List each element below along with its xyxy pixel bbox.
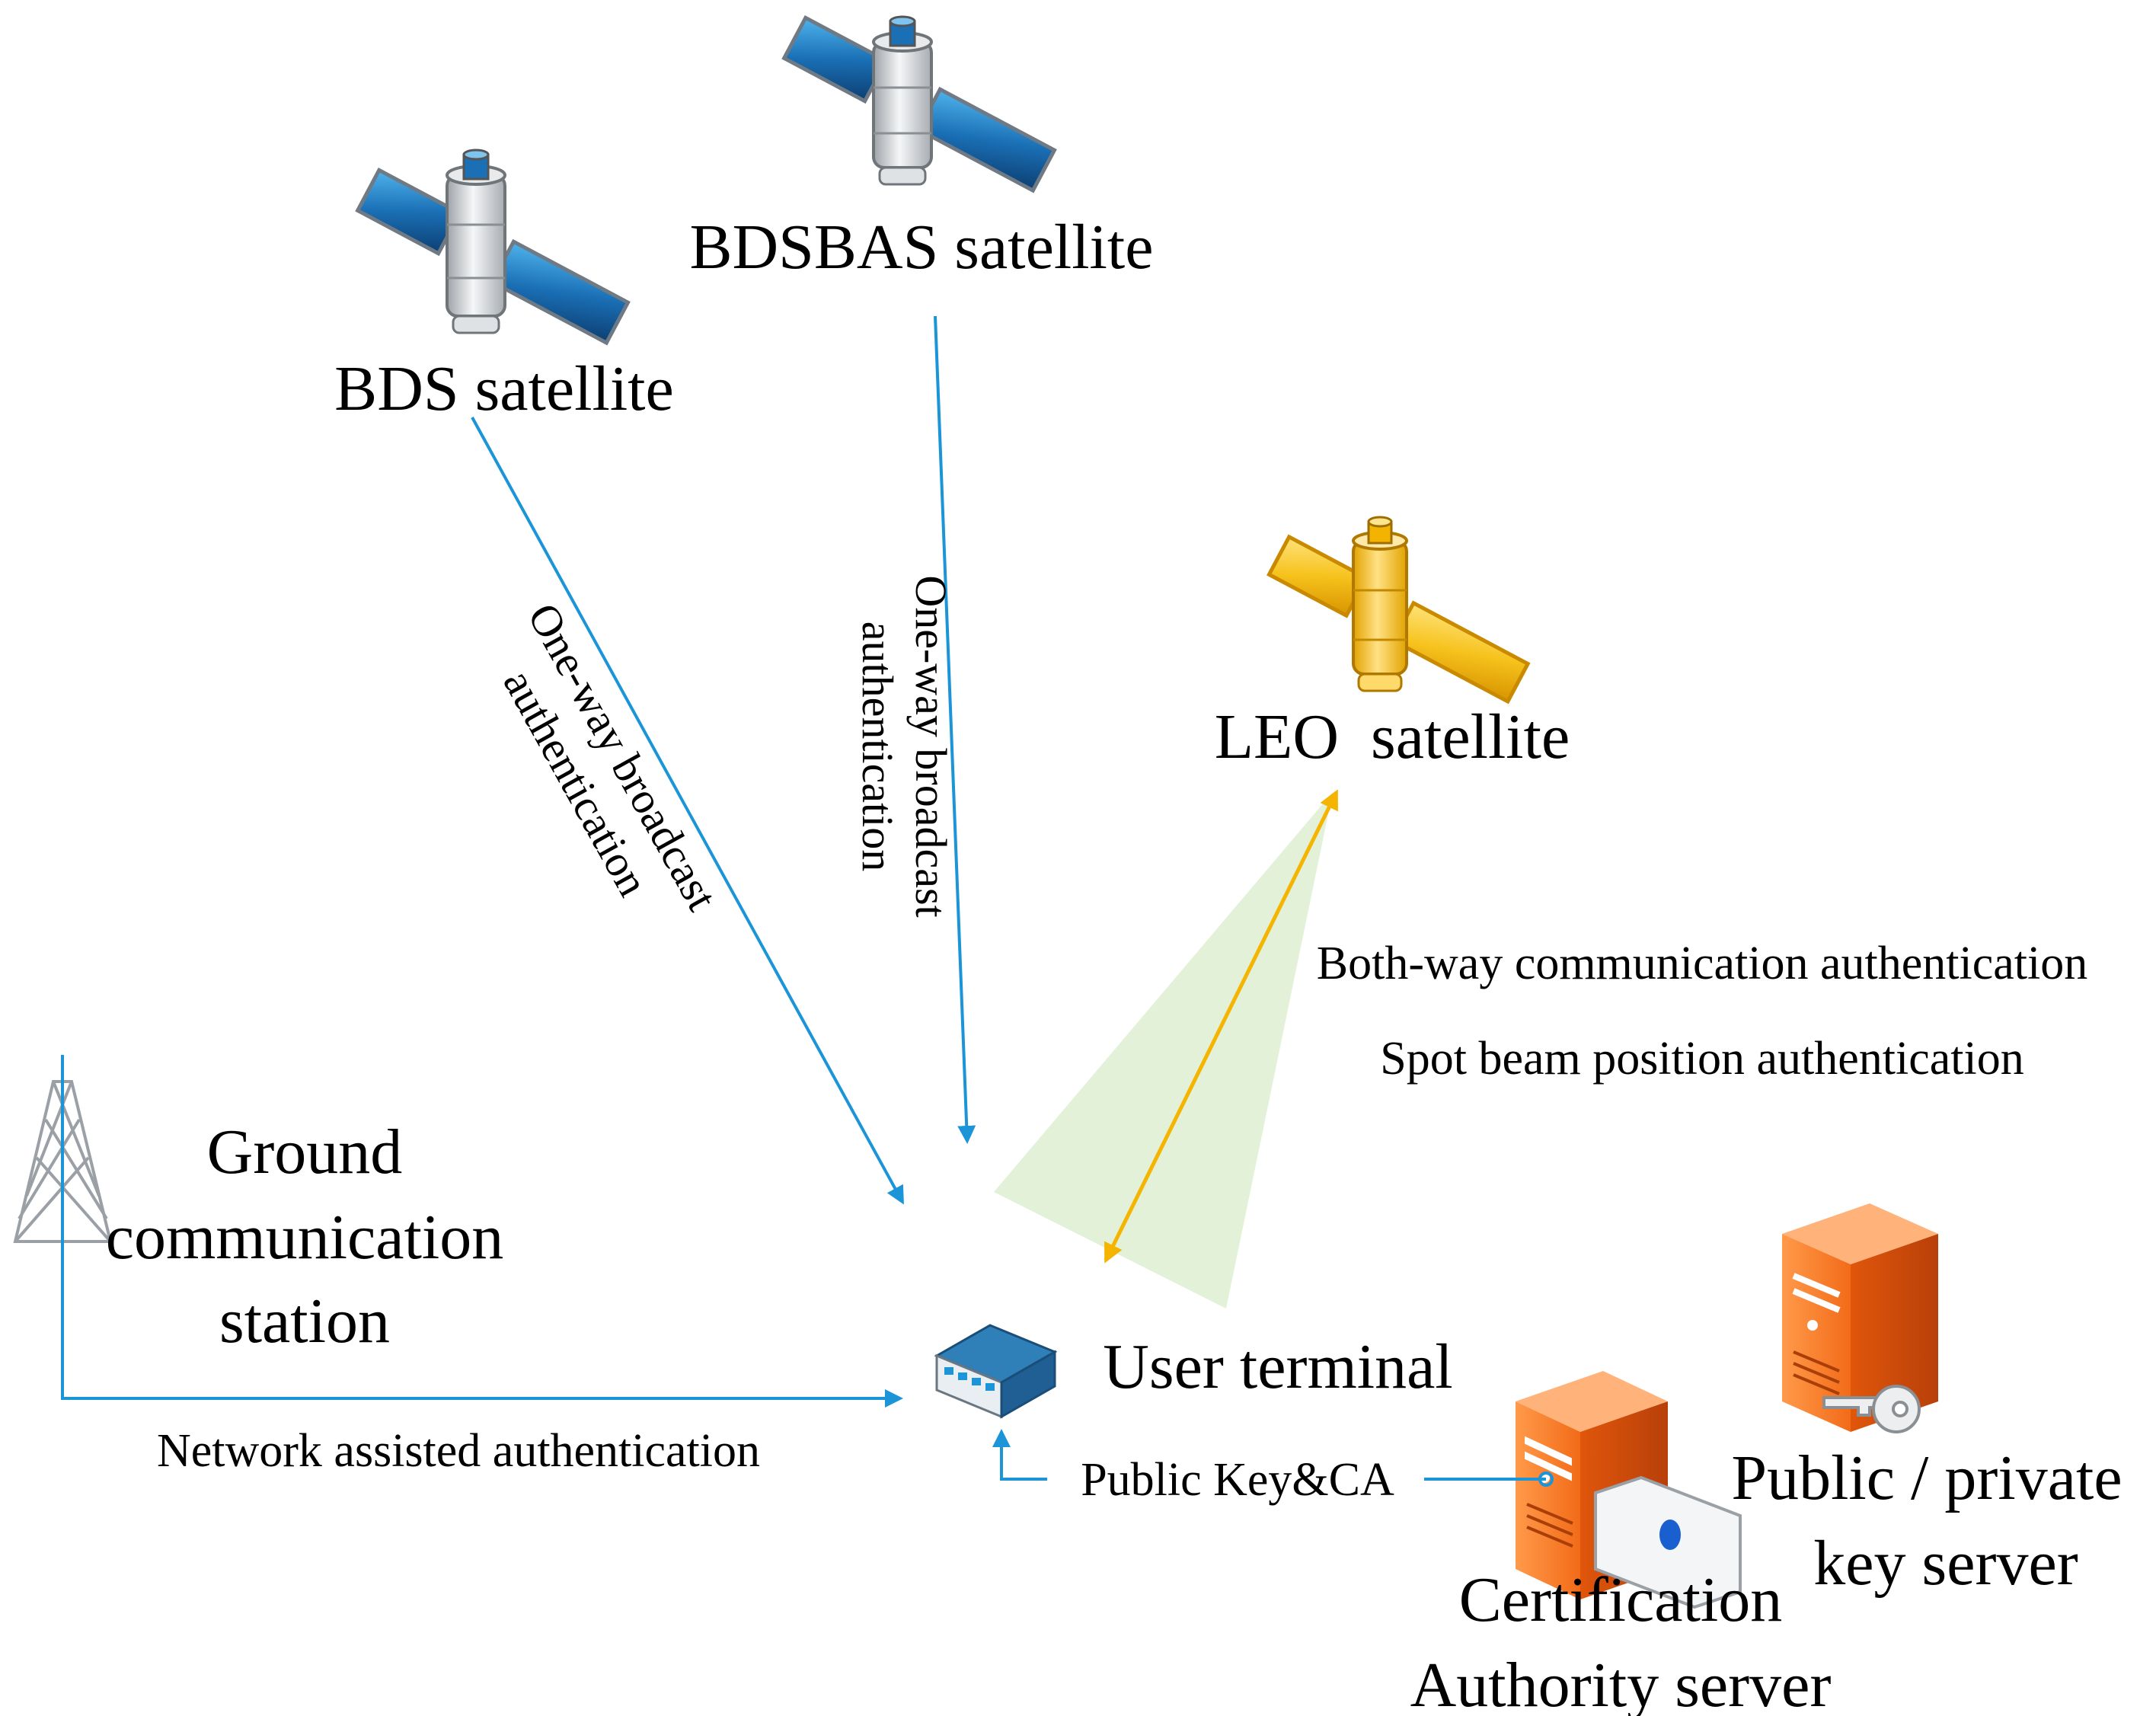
ground-station-label-1: Ground (207, 1117, 403, 1187)
network-auth-label: Network assisted authentication (157, 1425, 760, 1477)
leo-link-arrow (1104, 789, 1339, 1264)
key-server-label-2: key server (1813, 1528, 2078, 1599)
leo-auth-label-1: Both-way communication authentication (1317, 938, 2087, 989)
key-server-icon (1782, 1203, 1938, 1432)
public-key-label-bg (1055, 1451, 1420, 1506)
key-icon (1822, 1385, 1921, 1433)
bds-link-arrow (471, 417, 904, 1205)
router-icon (934, 1324, 1058, 1419)
certificate-icon (1594, 1475, 1742, 1609)
network-link-arrow (61, 1055, 903, 1408)
ground-station-label-3: station (219, 1286, 390, 1357)
leo-satellite-label: LEO satellite (1215, 701, 1570, 772)
bds-satellite-label: BDS satellite (334, 353, 674, 424)
bdsbas-auth-label-1: One-way broadcast (906, 575, 956, 917)
public-key-ca-label: Public Key&CA (1081, 1454, 1394, 1506)
spot-beam (994, 792, 1333, 1309)
key-server-label-1: Public / private (1731, 1443, 2122, 1513)
leo-satellite-icon (1266, 516, 1531, 705)
bds-satellite-icon (355, 149, 631, 346)
bdsbas-link-arrow (934, 315, 976, 1144)
leo-auth-label-2: Spot beam position authentication (1380, 1033, 2023, 1085)
ca-server-label-1: Certification (1459, 1564, 1783, 1635)
ground-station-label-2: communication (106, 1202, 504, 1273)
ca-link-dot (1538, 1472, 1554, 1487)
user-terminal-label: User terminal (1103, 1331, 1453, 1402)
bdsbas-satellite-label: BDSBAS satellite (689, 212, 1153, 283)
bdsbas-auth-label-2: authentication (853, 622, 902, 872)
bdsbas-satellite-icon (781, 15, 1057, 193)
ca-server-label-2: Authority server (1410, 1650, 1832, 1716)
